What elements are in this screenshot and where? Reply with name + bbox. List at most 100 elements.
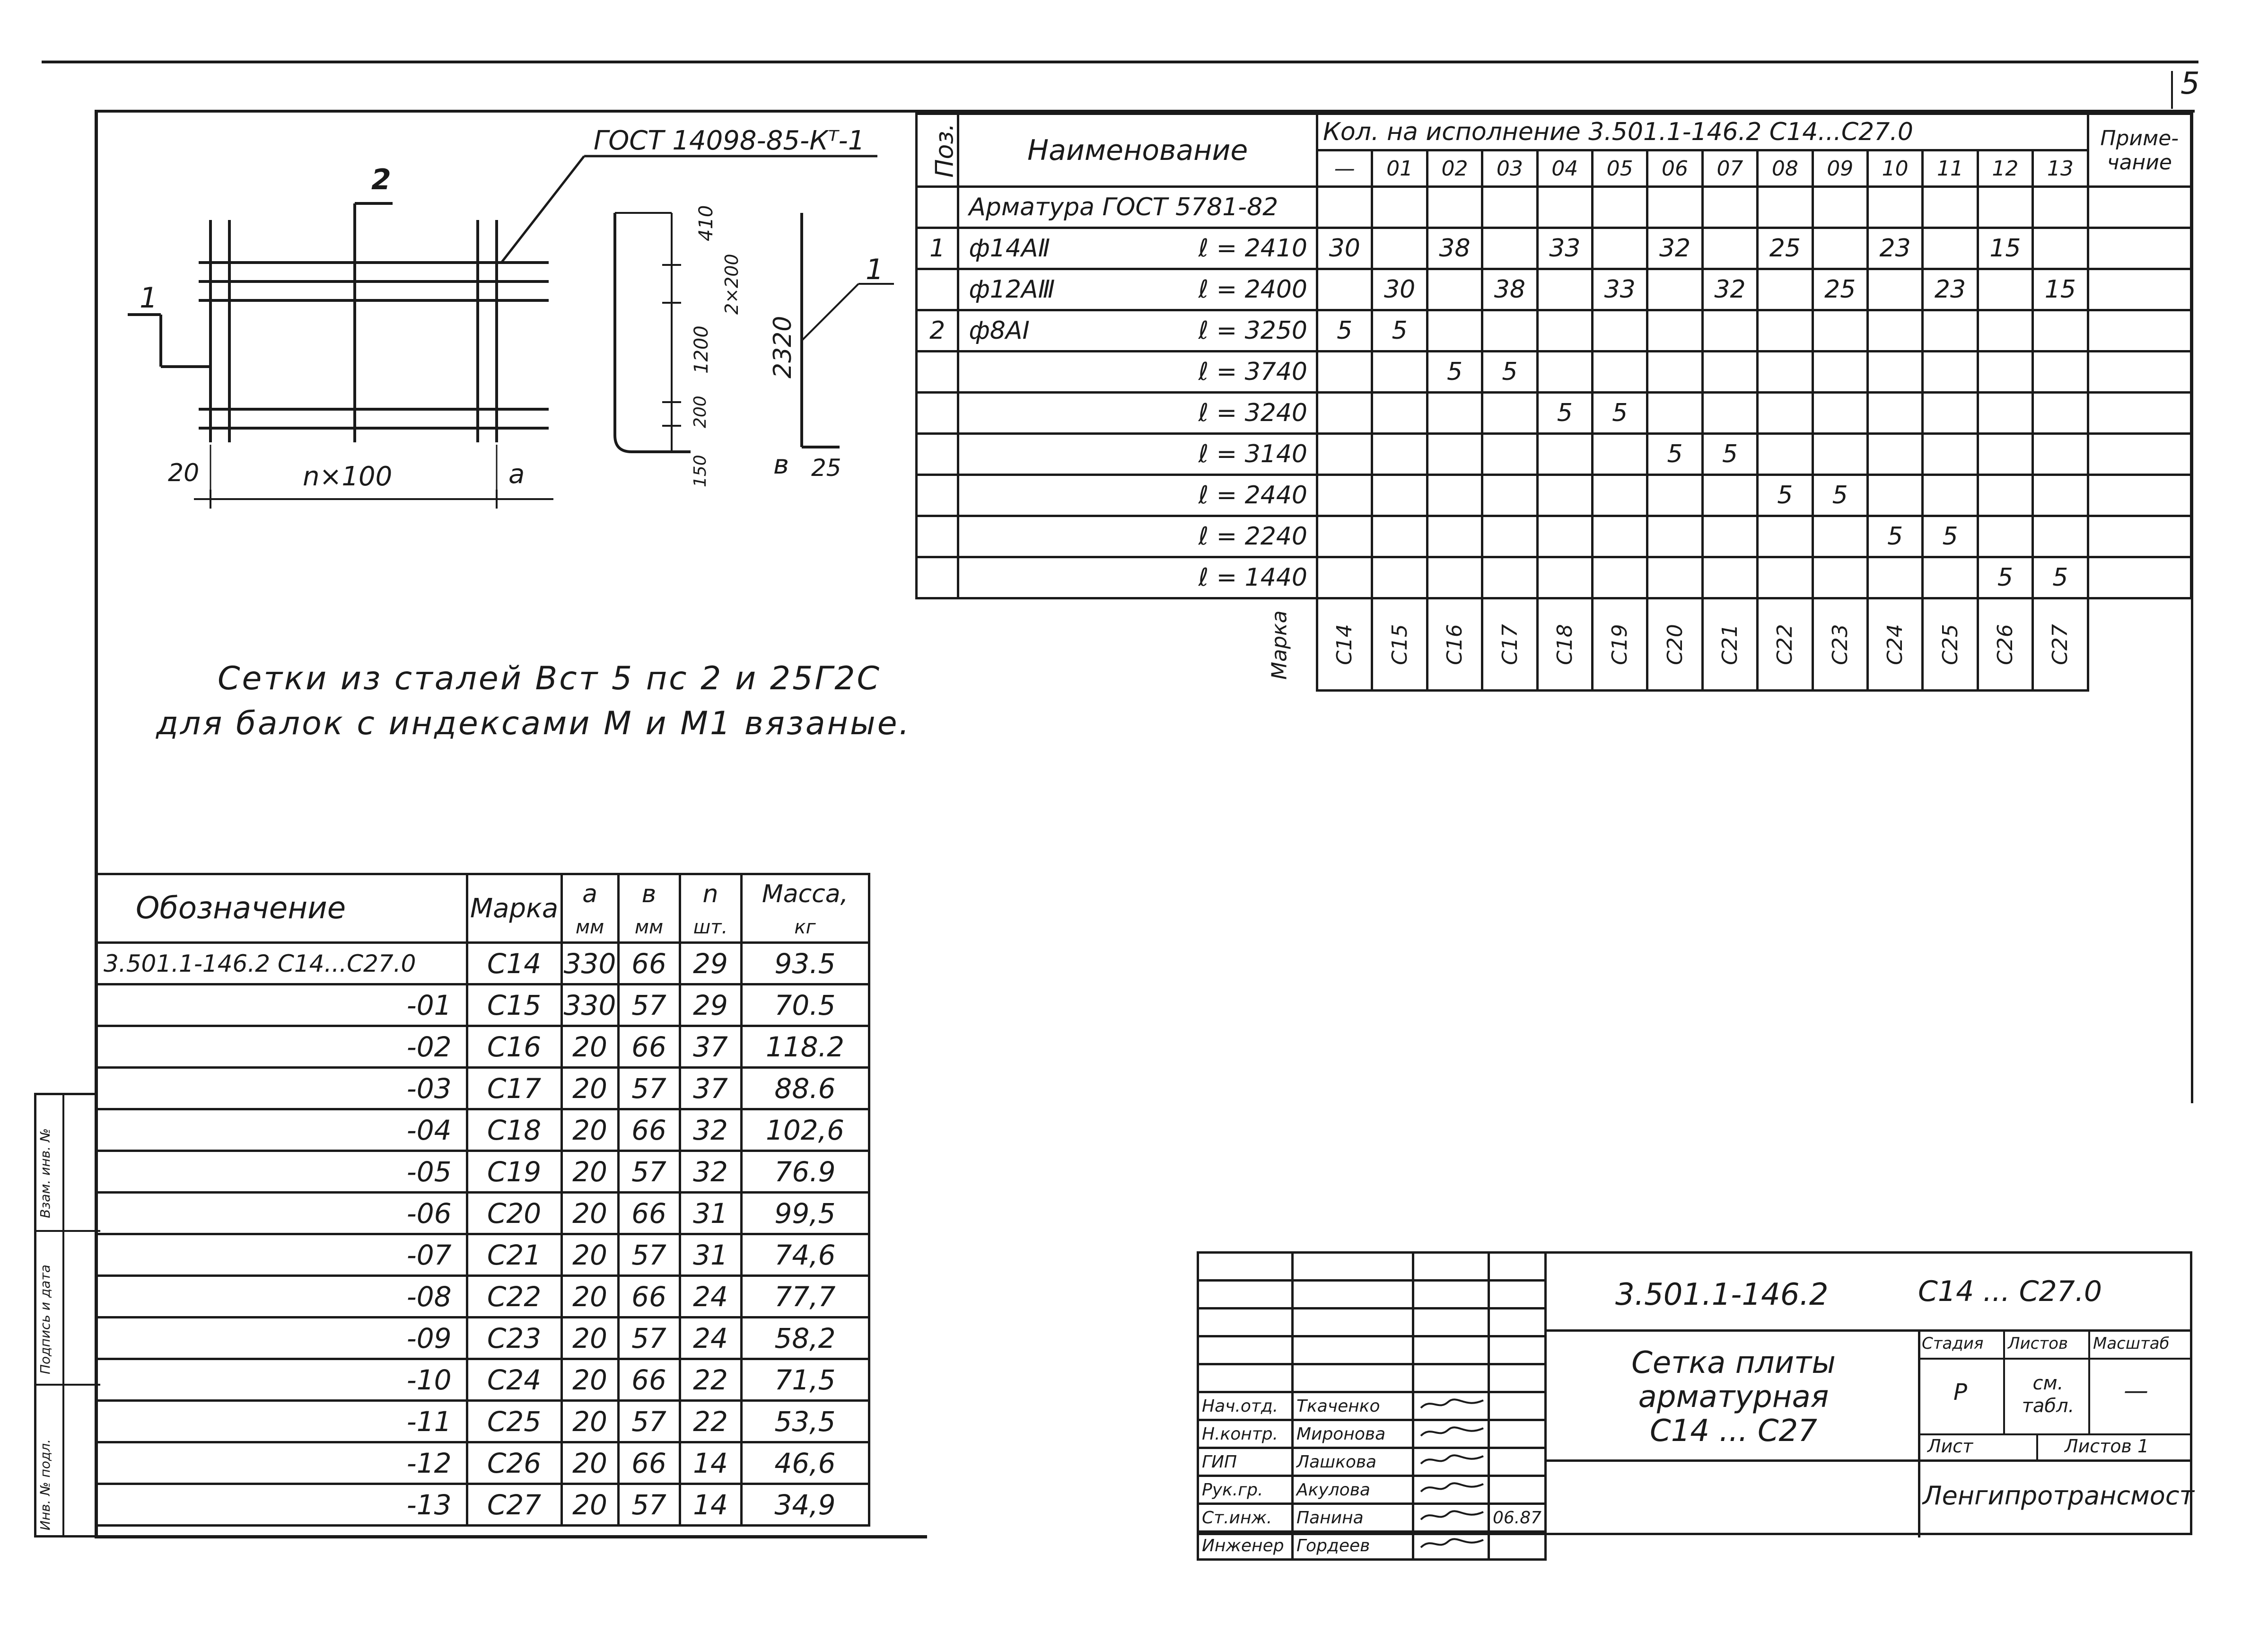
spec-qty-cell bbox=[1756, 391, 1814, 435]
spec-cell bbox=[2032, 185, 2089, 229]
stamp-empty-cell bbox=[1488, 1251, 1547, 1282]
spec-cell bbox=[915, 185, 960, 229]
spec-bar-name bbox=[957, 474, 1123, 517]
stamp-date bbox=[1488, 1475, 1547, 1505]
marks-marka: С27 bbox=[465, 1483, 563, 1527]
marks-designation: -10 bbox=[98, 1358, 468, 1402]
spec-marka-value: С19 bbox=[1608, 624, 1632, 665]
spec-qty-cell: 5 bbox=[1866, 515, 1924, 558]
spec-cell bbox=[1866, 185, 1924, 229]
stamp-signature bbox=[1412, 1391, 1490, 1421]
spec-note-cell bbox=[2086, 515, 2193, 558]
marks-designation: -01 bbox=[98, 983, 468, 1027]
spec-marka-cell: С19 bbox=[1591, 597, 1649, 692]
spec-cell bbox=[1811, 185, 1869, 229]
spec-qty-cell: 5 bbox=[1701, 432, 1759, 476]
stamp-empty-cell bbox=[1412, 1335, 1490, 1365]
spec-qty-cell: 30 bbox=[1316, 227, 1374, 270]
stamp-person-row: Н.контр.Миронова bbox=[1197, 1419, 1547, 1449]
spec-pos bbox=[915, 556, 960, 599]
marks-designation: 3.501.1-146.2 С14...С27.0 bbox=[98, 941, 468, 985]
marks-head-a: а bbox=[560, 873, 620, 913]
spec-note-cell bbox=[2086, 391, 2193, 435]
marks-designation: -04 bbox=[98, 1108, 468, 1152]
marks-n: 22 bbox=[678, 1358, 743, 1402]
stamp-date bbox=[1488, 1419, 1547, 1449]
spec-cell bbox=[1536, 185, 1594, 229]
spec-variant: 02 bbox=[1426, 149, 1484, 188]
marks-a: 20 bbox=[560, 1025, 620, 1069]
spec-qty-cell: 32 bbox=[1646, 227, 1704, 270]
spec-variant: 05 bbox=[1591, 149, 1649, 188]
spec-cell bbox=[1481, 185, 1539, 229]
spec-note-cell bbox=[2086, 227, 2193, 270]
spec-qty-cell bbox=[1591, 556, 1649, 599]
stamp-empty-cell bbox=[1488, 1307, 1547, 1337]
spec-qty-cell bbox=[1921, 350, 1979, 394]
spec-bar-length: ℓ = 3240 bbox=[1122, 391, 1319, 435]
stamp-person-row: Рук.гр.Акулова bbox=[1197, 1475, 1547, 1505]
spec-cell bbox=[1591, 185, 1649, 229]
tb-listov-h: Листов 1 bbox=[2065, 1436, 2149, 1457]
spec-qty-cell bbox=[1811, 350, 1869, 394]
spec-qty-cell bbox=[1426, 556, 1484, 599]
stamp-name: Гордеев bbox=[1291, 1530, 1414, 1561]
spec-qty-cell bbox=[1646, 268, 1704, 311]
marks-b: 57 bbox=[617, 983, 681, 1027]
stamp-role: Рук.гр. bbox=[1197, 1475, 1294, 1505]
callout-1-right: 1 bbox=[866, 253, 884, 286]
side-podpis: Подпись и дата bbox=[37, 1265, 53, 1374]
spec-qty-cell bbox=[1371, 474, 1428, 517]
spec-qty-cell bbox=[1426, 515, 1484, 558]
marks-marka: С26 bbox=[465, 1441, 563, 1485]
spec-variant: 12 bbox=[1976, 149, 2034, 188]
marks-b: 57 bbox=[617, 1483, 681, 1527]
marks-n: 24 bbox=[678, 1316, 743, 1360]
dim-20: 20 bbox=[168, 459, 200, 487]
spec-qty-cell bbox=[1811, 391, 1869, 435]
tb-stage-h: Стадия bbox=[1922, 1334, 1984, 1353]
spec-qty-cell bbox=[1976, 391, 2034, 435]
tb-range: С14 ... С27.0 bbox=[1918, 1275, 2102, 1308]
spec-qty-cell bbox=[1481, 391, 1539, 435]
tb-list-h: Лист bbox=[1927, 1436, 1973, 1457]
marks-a: 20 bbox=[560, 1358, 620, 1402]
marks-marka: С15 bbox=[465, 983, 563, 1027]
spec-qty-cell bbox=[1976, 309, 2034, 352]
spec-head-note: Приме- чание bbox=[2086, 113, 2193, 188]
marks-a: 20 bbox=[560, 1066, 620, 1110]
callout-2: 2 bbox=[371, 163, 391, 196]
spec-cell bbox=[1371, 185, 1428, 229]
marks-b: 66 bbox=[617, 1358, 681, 1402]
spec-qty-cell bbox=[1756, 309, 1814, 352]
spec-pos: 2 bbox=[915, 309, 960, 352]
dim-25: 25 bbox=[811, 454, 841, 482]
marks-designation: -06 bbox=[98, 1191, 468, 1235]
marks-b: 57 bbox=[617, 1150, 681, 1194]
spec-marka-value: С15 bbox=[1387, 624, 1412, 665]
spec-marka-cell: С15 bbox=[1371, 597, 1428, 692]
spec-qty-cell bbox=[1756, 515, 1814, 558]
stamp-date bbox=[1488, 1391, 1547, 1421]
marks-mass: 58,2 bbox=[740, 1316, 870, 1360]
signature-mark bbox=[1420, 1426, 1484, 1436]
spec-qty-cell bbox=[1426, 309, 1484, 352]
spec-qty-cell: 5 bbox=[1976, 556, 2034, 599]
frame-bottom-line bbox=[95, 1535, 927, 1538]
dim-410: 410 bbox=[695, 205, 717, 241]
stamp-empty-cell bbox=[1197, 1335, 1294, 1365]
marks-n: 31 bbox=[678, 1233, 743, 1277]
stamp-date bbox=[1488, 1447, 1547, 1477]
spec-qty-cell: 5 bbox=[1756, 474, 1814, 517]
tb-sheet-h: Листов bbox=[2008, 1334, 2068, 1353]
stamp-name: Лашкова bbox=[1291, 1447, 1414, 1477]
spec-variant: 09 bbox=[1811, 149, 1869, 188]
marks-b: 57 bbox=[617, 1066, 681, 1110]
spec-marka-tail bbox=[2086, 597, 2191, 691]
tb-org: Ленгипротрансмост bbox=[1923, 1481, 2194, 1511]
